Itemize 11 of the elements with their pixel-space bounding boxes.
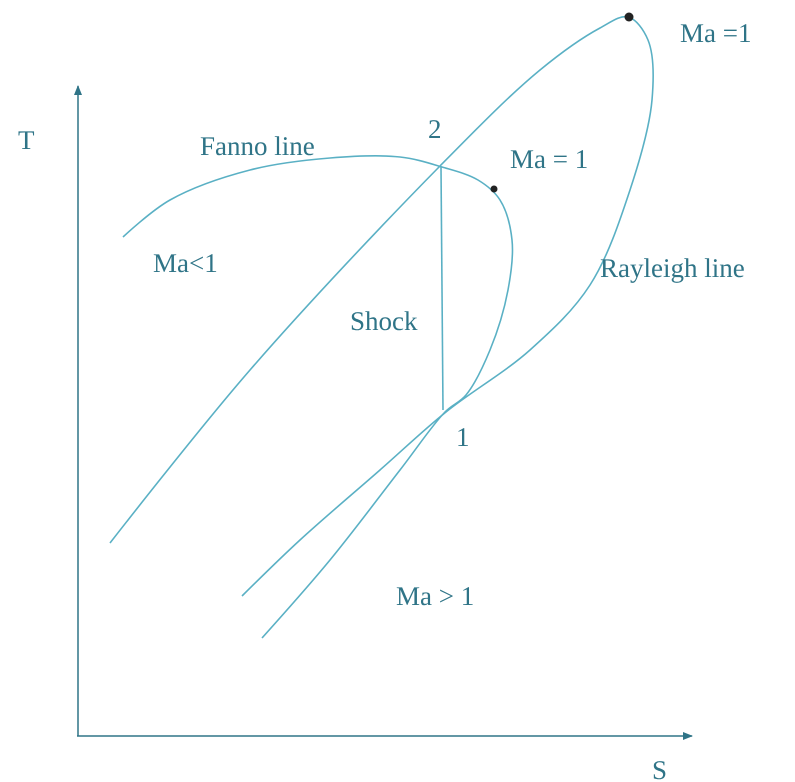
- region-label: Ma<1: [153, 250, 218, 277]
- region-label: Ma > 1: [396, 583, 474, 610]
- curve-label: Rayleigh line: [600, 255, 745, 282]
- curve-label: Fanno line: [200, 133, 315, 160]
- state-label: 2: [428, 116, 442, 143]
- mach-label: Ma =1: [680, 20, 752, 47]
- mach-label: Ma = 1: [510, 146, 588, 173]
- axis-label: T: [18, 127, 34, 154]
- shock-label: Shock: [350, 308, 418, 335]
- axis-label: S: [652, 757, 668, 782]
- state-label: 1: [456, 424, 470, 451]
